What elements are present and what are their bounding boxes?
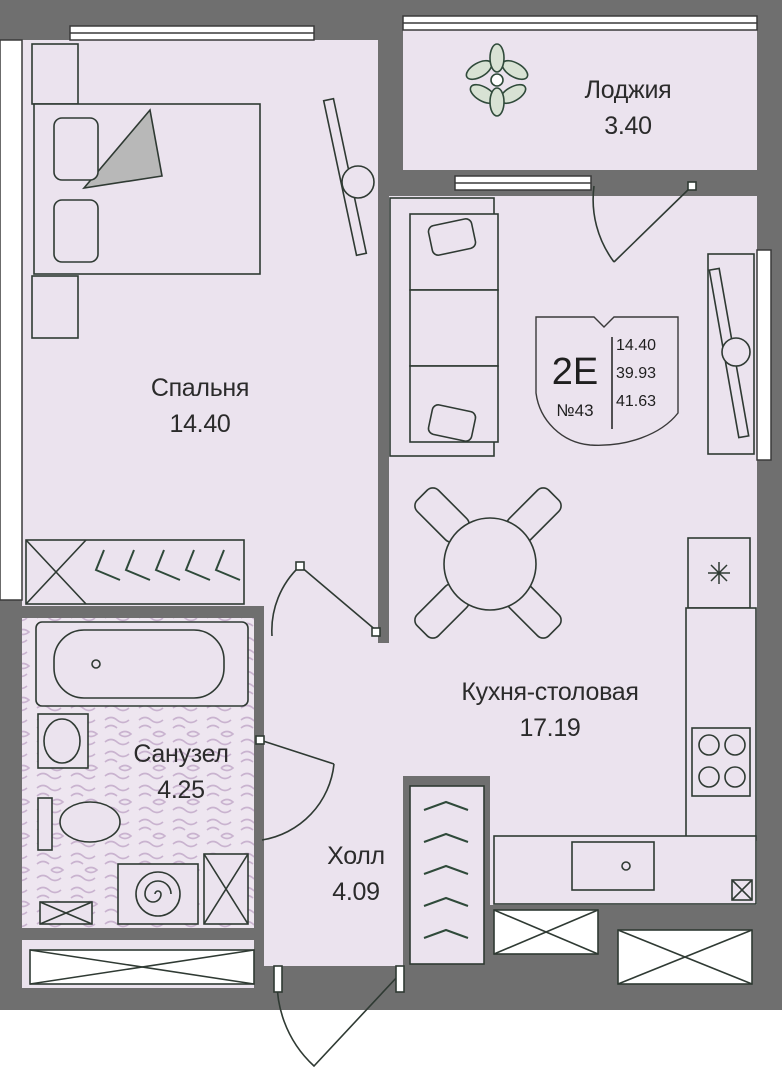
nightstand-bottom bbox=[31, 275, 79, 339]
toilet-tank bbox=[37, 797, 53, 851]
sofa bbox=[389, 197, 499, 457]
bed-blanket bbox=[82, 108, 163, 190]
room-label-kitchen: Кухня-столовая 17.19 bbox=[420, 674, 680, 747]
hall-wardrobe bbox=[409, 785, 485, 965]
window-kitchen-right bbox=[756, 249, 772, 461]
washing-machine bbox=[117, 863, 199, 925]
apartment-number: №43 bbox=[556, 401, 594, 420]
bathroom-fixtures bbox=[35, 621, 249, 925]
room-area: 17.19 bbox=[519, 714, 581, 743]
room-area: 3.40 bbox=[604, 112, 652, 141]
wall-bed-bath bbox=[22, 606, 264, 618]
room-area: 4.09 bbox=[332, 878, 380, 907]
area-total: 39.93 bbox=[616, 365, 657, 382]
badge-shape bbox=[535, 316, 679, 446]
loggia-floor bbox=[403, 22, 757, 170]
room-area: 14.40 bbox=[169, 410, 231, 439]
room-label-bedroom: Спальня 14.40 bbox=[120, 370, 280, 443]
room-label-hall: Холл 4.09 bbox=[296, 838, 416, 911]
apartment-code: 2E bbox=[551, 351, 599, 393]
hangers-bedroom bbox=[94, 549, 241, 581]
pillow-bottom bbox=[53, 199, 99, 263]
hangers-hall bbox=[423, 800, 469, 939]
toilet-bowl bbox=[59, 801, 121, 843]
room-name: Холл bbox=[327, 842, 385, 870]
wall-bath-hall bbox=[254, 618, 264, 988]
hall-floor bbox=[264, 606, 409, 966]
wardrobe-bedroom bbox=[25, 539, 245, 605]
room-name: Санузел bbox=[133, 740, 229, 768]
pillow-top bbox=[53, 117, 99, 181]
room-name: Спальня bbox=[150, 374, 250, 402]
counter-right bbox=[685, 607, 757, 841]
bottom-radiators bbox=[29, 909, 753, 985]
kitchen-counters bbox=[493, 537, 757, 905]
doors bbox=[255, 181, 697, 1068]
room-name: Кухня-столовая bbox=[461, 678, 639, 706]
room-name: Лоджия bbox=[584, 76, 672, 104]
plant-icon bbox=[465, 43, 529, 117]
door-bedroom bbox=[271, 565, 379, 637]
wall-bath-bottom bbox=[22, 928, 254, 940]
room-label-loggia: Лоджия 3.40 bbox=[558, 72, 698, 145]
room-label-bathroom: Санузел 4.25 bbox=[96, 736, 266, 809]
wall-bed-kitchen bbox=[378, 40, 389, 643]
wardrobe-top-left bbox=[31, 43, 79, 105]
fridge-icon bbox=[708, 562, 730, 584]
dining-table bbox=[414, 487, 562, 639]
room-area: 4.25 bbox=[157, 776, 205, 805]
sink bbox=[571, 841, 655, 891]
window-bedroom-left bbox=[0, 39, 23, 601]
kitchen-tv bbox=[707, 253, 755, 455]
door-loggia bbox=[592, 185, 693, 263]
area-living: 14.40 bbox=[616, 337, 657, 354]
bedroom-tv bbox=[322, 97, 375, 257]
bedroom-furniture bbox=[25, 43, 261, 605]
door-bathroom bbox=[259, 739, 335, 841]
area-total-with-loggia: 41.63 bbox=[616, 393, 657, 410]
apartment-badge: 2E №43 14.40 39.93 41.63 bbox=[530, 313, 682, 451]
windows bbox=[0, 15, 772, 601]
